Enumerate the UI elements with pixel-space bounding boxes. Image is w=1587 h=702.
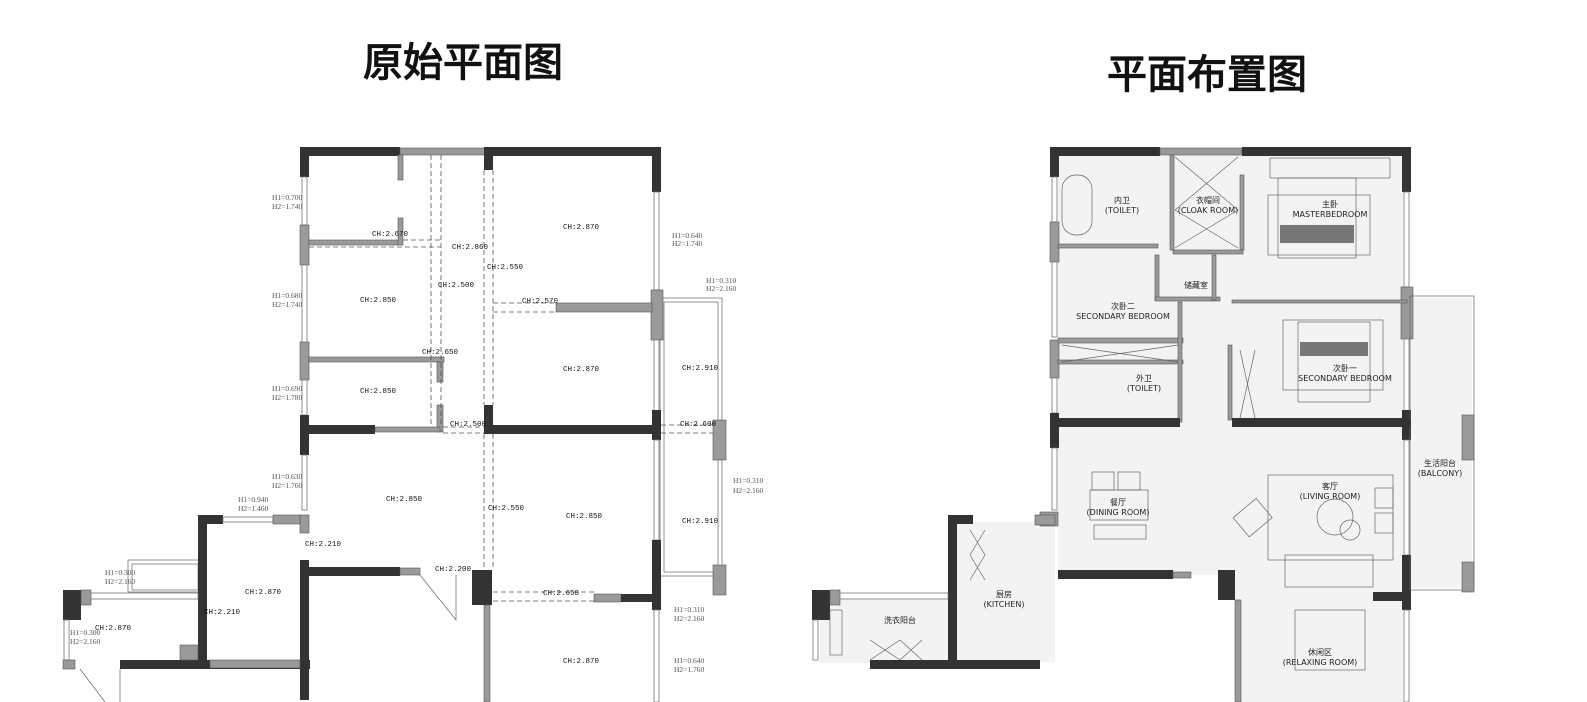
room-label-zh: 厨房 [996,589,1012,599]
room-label-en: (TOILET) [1127,384,1161,393]
window-h2: H2=2.160 [674,614,705,623]
sofa [1284,554,1374,588]
ch-label: CH:2.670 [372,231,409,239]
window-h1: H1=0.310 [733,476,764,485]
room-label-en: (KITCHEN) [984,600,1025,609]
room-label-en: (TOILET) [1105,206,1139,215]
window-h1: H1=0.310 [706,276,737,285]
window-h1: H1=0.630 [272,472,303,481]
room-label-en: (DINING ROOM) [1087,508,1150,517]
room-label-en: (CLOAK ROOM) [1178,206,1238,215]
window-h2: H2=1.760 [674,665,705,674]
ch-label: CH:2.870 [563,366,600,374]
window-h2: H2=2.160 [105,577,136,586]
room-label-en: (RELAXING ROOM) [1283,658,1358,667]
room-labels: 内卫 (TOILET) 衣帽间 (CLOAK ROOM) 主卧 MASTERBE… [884,195,1462,667]
layout-plan: 内卫 (TOILET) 衣帽间 (CLOAK ROOM) 主卧 MASTERBE… [812,147,1475,702]
room-label-en: (BALCONY) [1418,469,1462,478]
ch-label: CH:2.210 [305,541,342,549]
window-h1: H1=0.940 [238,495,269,504]
window-h1: H1=0.700 [272,193,303,202]
coffee-table [1316,498,1354,536]
ch-label: CH:2.850 [360,388,397,396]
ch-label: CH:2.870 [563,224,600,232]
layout-plan-title: 平面布置图 [1107,51,1307,98]
room-label-zh: 衣帽间 [1196,195,1220,205]
window-h1: H1=0.300 [70,628,101,637]
bathtub [1061,174,1093,236]
window-h1: H1=0.300 [105,568,136,577]
ch-label: CH:2.210 [204,609,241,617]
window-h2: H2=1.740 [272,202,303,211]
room-label-zh: 次卧二 [1111,301,1135,311]
room-label-en: (LIVING ROOM) [1300,492,1361,501]
room-label-en: MASTERBEDROOM [1293,210,1368,219]
room-label-zh: 内卫 [1114,195,1130,205]
window-h2: H2=1.460 [238,504,269,513]
room-label-zh: 餐厅 [1110,498,1126,507]
room-label-zh: 次卧一 [1333,363,1357,373]
window-h2: H2=2.160 [706,284,737,293]
room-label-zh: 休闲区 [1308,647,1332,657]
ch-label: CH:2.500 [450,421,487,429]
original-plan: CH:2.670 CH:2.860 CH:2.550 CH:2.500 CH:2… [62,147,764,702]
room-label-zh: 储藏室 [1184,280,1208,290]
ch-label: CH:2.650 [543,590,580,598]
ch-label: CH:2.860 [452,244,489,252]
window-h2: H2=1.760 [272,481,303,490]
ch-label: CH:2.870 [245,589,282,597]
window-h2: H2=2.160 [70,637,101,646]
ch-label: CH:2.200 [435,566,472,574]
ch-label: CH:2.870 [563,658,600,666]
window-h2: H2=1.780 [272,393,303,402]
room-label-zh: 客厅 [1322,481,1338,491]
ch-label: CH:2.850 [566,513,603,521]
room-label-zh: 主卧 [1322,199,1338,209]
master-bed [1277,177,1357,259]
ch-label: CH:2.570 [522,298,559,306]
window-h2: H2=1.740 [272,300,303,309]
ch-label: CH:2.600 [680,421,717,429]
ch-label: CH:2.850 [360,297,397,305]
room-label-zh: 生活阳台 [1424,458,1456,468]
window-h2: H2=2.160 [733,486,764,495]
secondary-bed-1 [1297,321,1371,403]
window-h1: H1=0.640 [672,231,703,240]
window-h1: H1=0.690 [272,384,303,393]
original-plan-title: 原始平面图 [363,39,563,86]
ceiling-height-labels: CH:2.670 CH:2.860 CH:2.550 CH:2.500 CH:2… [95,224,719,666]
window-h2: H2=1.740 [672,239,703,248]
room-label-zh: 外卫 [1136,373,1152,383]
window-h1: H1=0.310 [674,605,705,614]
room-label-zh: 洗衣阳台 [884,615,916,625]
ch-label: CH:2.870 [95,625,132,633]
ch-label: CH:2.500 [438,282,475,290]
room-label-en: SECONDARY BEDROOM [1298,374,1392,383]
ch-label: CH:2.550 [488,505,525,513]
ch-label: CH:2.550 [487,264,524,272]
ch-label: CH:2.850 [386,496,423,504]
ch-label: CH:2.910 [682,365,719,373]
window-h1: H1=0.640 [674,656,705,665]
window-height-labels: H1=0.700 H2=1.740 H1=0.640 H2=1.740 H1=0… [70,193,764,674]
room-label-en: SECONDARY BEDROOM [1076,312,1170,321]
ch-label: CH:2.650 [422,349,459,357]
ch-label: CH:2.910 [682,518,719,526]
window-h1: H1=0.680 [272,291,303,300]
